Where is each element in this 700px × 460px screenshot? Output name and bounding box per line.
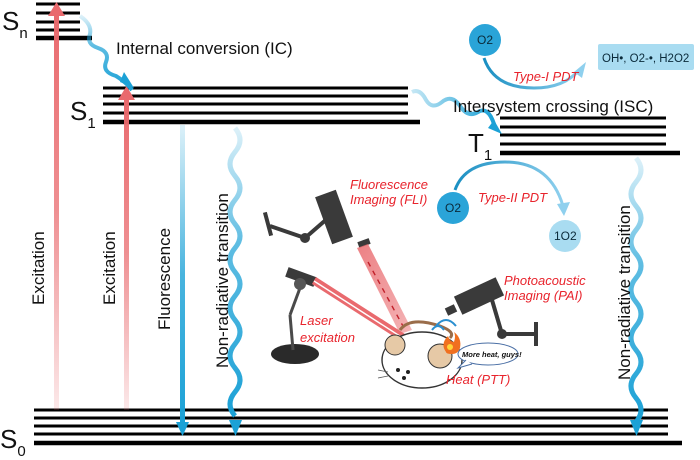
o2-bubble-type2 bbox=[437, 192, 469, 224]
nonradiative-wave-2 bbox=[628, 156, 644, 424]
nonradiative-arrowhead-1 bbox=[229, 420, 242, 436]
s0-label: S0 bbox=[0, 424, 26, 460]
excitation-label-1: Excitation bbox=[29, 231, 48, 305]
pai-camera bbox=[444, 277, 538, 346]
laser-label-line1: Laser bbox=[300, 313, 333, 328]
svg-text:O2: O2 bbox=[445, 201, 461, 215]
type1-label: Type-I PDT bbox=[513, 69, 580, 84]
type2-label: Type-II PDT bbox=[478, 190, 548, 205]
heat-label: Heat (PTT) bbox=[446, 372, 510, 387]
fluorescence-arrow bbox=[176, 125, 189, 436]
type1-arc bbox=[482, 57, 581, 90]
singlet-oxygen-bubble bbox=[549, 220, 581, 252]
speech-bubble: More heat, guys! bbox=[456, 342, 522, 370]
excitation-arrow-1 bbox=[48, 2, 65, 410]
internal-conversion-wave bbox=[78, 14, 134, 92]
svg-text:O2: O2 bbox=[477, 33, 493, 47]
sn-label: Sn bbox=[2, 6, 28, 42]
s1-levels bbox=[103, 86, 420, 125]
excitation-arrow-2 bbox=[118, 86, 135, 410]
o2-bubble-type1 bbox=[469, 24, 501, 56]
fli-beam bbox=[357, 244, 412, 334]
excitation-label-2: Excitation bbox=[100, 231, 119, 305]
internal-conversion-label: Internal conversion (IC) bbox=[116, 39, 293, 58]
internal-conversion-arrowhead bbox=[120, 72, 134, 88]
speech-text: More heat, guys! bbox=[462, 350, 522, 359]
flame-icon bbox=[443, 332, 461, 354]
laser-device bbox=[271, 267, 319, 364]
t1-levels bbox=[500, 116, 680, 156]
ros-products: OH•, O2-•, H2O2 bbox=[602, 53, 689, 65]
fli-label-line2: Imaging (FLI) bbox=[350, 192, 427, 207]
isc-arrowhead bbox=[488, 120, 502, 134]
type2-pdt: O2 1O2 Type-II PDT bbox=[437, 160, 581, 252]
nonradiative-arrowhead-2 bbox=[630, 420, 643, 436]
pai-label-line2: Imaging (PAI) bbox=[504, 288, 583, 303]
nonradiative-label-1: Non-radiative transition bbox=[213, 193, 232, 368]
nonradiative-wave-1 bbox=[227, 126, 243, 418]
fli-label-line1: Fluorescence bbox=[350, 177, 428, 192]
fli-beam-dash bbox=[367, 261, 405, 329]
isc-label: Intersystem crossing (ISC) bbox=[453, 97, 653, 116]
mouse-illustration bbox=[377, 319, 463, 389]
type2-arc bbox=[453, 160, 565, 207]
type1-pdt: O2 Type-I PDT OH•, O2-•, H2O2 bbox=[469, 24, 694, 90]
fluorescence-label: Fluorescence bbox=[155, 228, 174, 330]
ros-box bbox=[598, 44, 694, 70]
t1-label: T1 bbox=[468, 128, 492, 164]
laser-label-line2: excitation bbox=[300, 330, 355, 345]
isc-wave bbox=[411, 89, 496, 125]
laser-beam-core bbox=[313, 280, 407, 341]
s1-label: S1 bbox=[70, 96, 96, 132]
pai-label-line1: Photoacoustic bbox=[504, 273, 586, 288]
fli-camera bbox=[262, 189, 371, 248]
nonradiative-label-2: Non-radiative transition bbox=[615, 205, 634, 380]
s0-levels bbox=[34, 408, 682, 446]
svg-text:1O2: 1O2 bbox=[554, 229, 577, 243]
